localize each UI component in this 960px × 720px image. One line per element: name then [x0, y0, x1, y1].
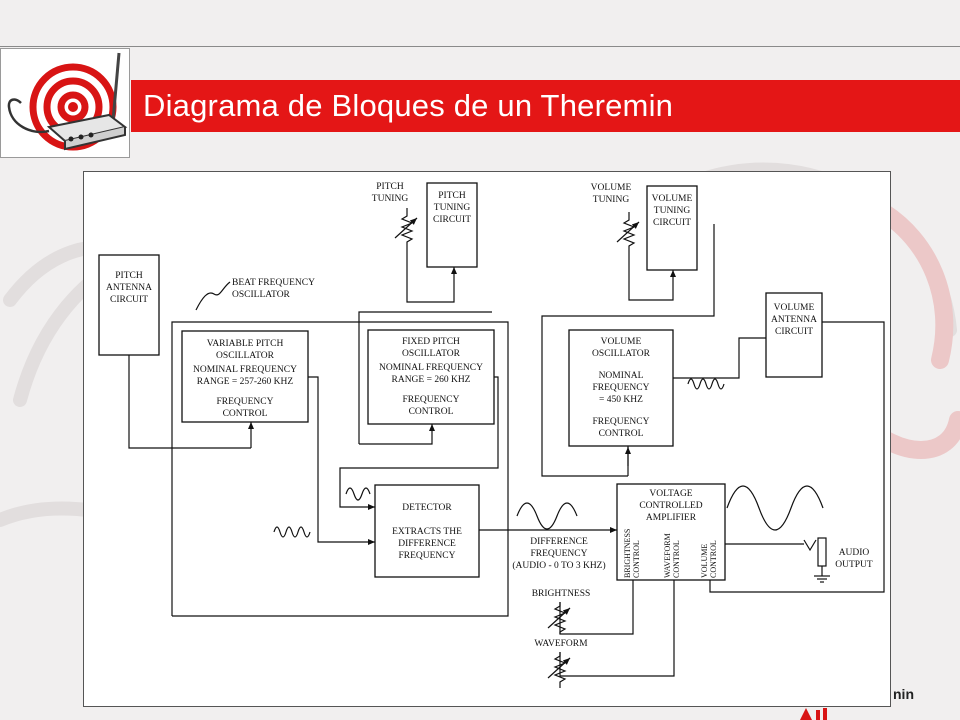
brightness-pot [547, 602, 571, 634]
wire-fpo-freq [359, 424, 435, 445]
vo-label-5: = 450 KHZ [599, 395, 643, 405]
audio-output-label-1: AUDIO [839, 548, 870, 558]
vo-label-3: NOMINAL [599, 371, 644, 381]
vca-brightness-control-2: CONTROL [632, 540, 641, 578]
detector-label-4: FREQUENCY [398, 551, 455, 561]
detector-label-1: DETECTOR [402, 503, 452, 513]
pitch-antenna-block [98, 254, 160, 356]
difference-frequency-label-3: (AUDIO - 0 TO 3 KHZ) [512, 560, 605, 571]
pitch-tuning-pot [394, 208, 418, 248]
vca-label-1: VOLTAGE [649, 489, 692, 499]
pitch-antenna-label-1: PITCH [115, 271, 143, 281]
wire-brightness [559, 580, 634, 635]
volume-tuning-label-2: TUNING [593, 195, 630, 205]
vca-volume-control-2: CONTROL [709, 540, 718, 578]
volume-tuning-circuit-label-3: CIRCUIT [653, 218, 691, 228]
wire-pitch-tuning [406, 248, 457, 303]
difference-signal-wave [516, 502, 578, 530]
vo-label-4: FREQUENCY [592, 383, 649, 393]
vpo-label-5: FREQUENCY [216, 397, 273, 407]
detector-block [374, 484, 480, 578]
vca-waveform-control-2: CONTROL [672, 540, 681, 578]
vca-waveform-control-1: WAVEFORM [663, 533, 672, 578]
corner-logo-mark [800, 708, 827, 720]
pitch-tuning-label-2: TUNING [372, 194, 409, 204]
vca-block [616, 483, 726, 581]
top-rule [0, 46, 960, 47]
vpo-label-4: RANGE = 257-260 KHZ [197, 377, 294, 387]
volume-oscillator-block [568, 329, 674, 447]
vpo-label-3: NOMINAL FREQUENCY [193, 365, 297, 375]
beat-signal-squiggle [195, 281, 231, 311]
wire-volume-antenna [673, 337, 766, 379]
vpo-signal-wave [273, 526, 311, 538]
detector-label-3: DIFFERENCE [398, 539, 456, 549]
wire-volume-tuning [628, 254, 676, 301]
wire-pitch-antenna [128, 355, 251, 449]
fpo-label-5: FREQUENCY [402, 395, 459, 405]
fpo-label-6: CONTROL [409, 407, 454, 417]
vca-brightness-control-1: BRIGHTNESS [623, 529, 632, 578]
vca-label-3: AMPLIFIER [646, 513, 697, 523]
title-bar: Diagrama de Bloques de un Theremin [131, 80, 960, 132]
vpo-label-6: CONTROL [223, 409, 268, 419]
vo-label-6: FREQUENCY [592, 417, 649, 427]
difference-frequency-label-1: DIFFERENCE [530, 537, 588, 547]
pitch-tuning-circuit-label-3: CIRCUIT [433, 215, 471, 225]
difference-frequency-label-2: FREQUENCY [530, 549, 587, 559]
output-signal-wave [726, 485, 824, 531]
vca-label-2: CONTROLLED [639, 501, 702, 511]
volume-antenna-label-1: VOLUME [774, 303, 815, 313]
wire-waveform [559, 580, 675, 677]
fpo-label-4: RANGE = 260 KHZ [392, 375, 471, 385]
volume-antenna-label-3: CIRCUIT [775, 327, 813, 337]
beat-frequency-label-2: OSCILLATOR [232, 290, 291, 300]
volume-antenna-label-2: ANTENNA [771, 315, 817, 325]
vpo-label-2: OSCILLATOR [216, 351, 275, 361]
wire-beat-frame [171, 321, 509, 617]
pitch-tuning-circuit-label-1: PITCH [438, 191, 466, 201]
vo-label-7: CONTROL [599, 429, 644, 439]
waveform-label: WAVEFORM [534, 639, 588, 649]
slide-title: Diagrama de Bloques de un Theremin [143, 88, 674, 123]
theremin-logo [0, 48, 130, 158]
wire-volume-loop [541, 224, 715, 477]
vpo-label-1: VARIABLE PITCH [207, 339, 284, 349]
pitch-antenna-label-3: CIRCUIT [110, 295, 148, 305]
volume-tuning-label-1: VOLUME [591, 183, 632, 193]
volume-tuning-pot [616, 212, 640, 254]
pitch-antenna-label-2: ANTENNA [106, 283, 152, 293]
beat-frequency-label-1: BEAT FREQUENCY [232, 278, 315, 288]
block-diagram: PITCH ANTENNA CIRCUIT PITCH TUNING CIRCU… [83, 171, 891, 707]
vo-label-1: VOLUME [601, 337, 642, 347]
pitch-tuning-circuit-label-2: TUNING [434, 203, 471, 213]
output-notch [803, 539, 817, 552]
audio-output-jack [814, 537, 830, 583]
waveform-pot [547, 652, 571, 688]
volume-antenna-block [765, 292, 823, 378]
fpo-signal-wave [345, 487, 371, 501]
fpo-label-1: FIXED PITCH [402, 337, 460, 347]
fpo-label-2: OSCILLATOR [402, 349, 461, 359]
volume-tuning-circuit-label-2: TUNING [654, 206, 691, 216]
wire-vpo-output [308, 376, 375, 545]
detector-label-2: EXTRACTS THE [392, 527, 462, 537]
wire-vca-volume-loop [709, 321, 885, 593]
wire-fpo-output [339, 376, 499, 510]
brightness-label: BRIGHTNESS [532, 589, 591, 599]
volume-signal-wave [687, 378, 725, 390]
pitch-tuning-label-1: PITCH [376, 182, 404, 192]
audio-output-label-2: OUTPUT [835, 560, 873, 570]
vo-label-2: OSCILLATOR [592, 349, 651, 359]
footer-text: nin [893, 686, 914, 702]
fpo-label-3: NOMINAL FREQUENCY [379, 363, 483, 373]
volume-tuning-circuit-label-1: VOLUME [652, 194, 693, 204]
wire-fpo-loop [358, 311, 492, 444]
vca-volume-control-1: VOLUME [700, 544, 709, 578]
